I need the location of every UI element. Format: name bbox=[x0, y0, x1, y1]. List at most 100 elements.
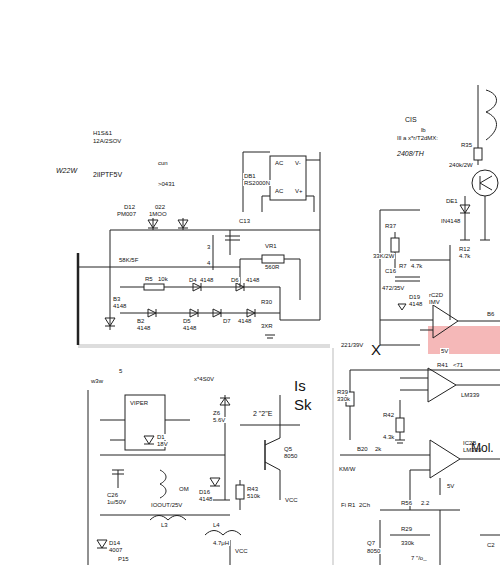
component-label: B2 bbox=[136, 318, 145, 324]
component-label: R12 bbox=[458, 246, 471, 252]
component-label: 8050 bbox=[283, 453, 298, 459]
component-label: 2.2 bbox=[420, 500, 430, 506]
component-label: 330k bbox=[400, 540, 415, 546]
component-label: 58K/5F bbox=[118, 257, 139, 263]
component-label: 4148 bbox=[199, 277, 214, 283]
component-label: D14 bbox=[108, 540, 121, 546]
component-label: C2 bbox=[486, 542, 496, 548]
component-label: IOOUT/25V bbox=[150, 502, 183, 508]
component-label: Fi R1 bbox=[340, 502, 356, 508]
component-label: 5V bbox=[440, 348, 449, 354]
component-label: 2 "2"E bbox=[252, 410, 273, 417]
component-label: R30 bbox=[260, 299, 273, 305]
component-label: PM007 bbox=[116, 211, 137, 217]
component-label: D6 bbox=[230, 277, 240, 283]
component-label: KM/W bbox=[338, 466, 356, 472]
component-label: 240k/2W bbox=[448, 162, 474, 168]
component-label: W22W bbox=[55, 167, 78, 174]
component-label: w3w bbox=[90, 378, 104, 384]
component-label: B6 bbox=[486, 311, 495, 317]
component-label: 4148 bbox=[198, 496, 213, 502]
component-label: R43 bbox=[246, 486, 259, 492]
component-label: 2Ch bbox=[358, 502, 371, 508]
component-label: rC2D bbox=[428, 292, 444, 298]
component-label: D4 bbox=[188, 277, 198, 283]
component-label: 4148 bbox=[136, 325, 151, 331]
component-label: LM339 bbox=[460, 392, 480, 398]
component-label: R29 bbox=[400, 526, 413, 532]
component-label: 3XR bbox=[260, 323, 274, 329]
component-label: R35 bbox=[460, 142, 473, 148]
component-label: 18V bbox=[156, 441, 169, 447]
component-label: 5V bbox=[446, 483, 455, 489]
component-label: P15 bbox=[117, 556, 130, 562]
component-label: C16 bbox=[384, 268, 397, 274]
component-label: x*4S0V bbox=[193, 376, 215, 382]
component-label: 4148 bbox=[182, 325, 197, 331]
component-label: D1 bbox=[156, 434, 166, 440]
component-label: C26 bbox=[106, 492, 119, 498]
component-label: >0431 bbox=[157, 181, 176, 187]
component-label: D12 bbox=[123, 204, 136, 210]
component-label: L3 bbox=[160, 522, 169, 528]
component-label: 2408/TH bbox=[396, 150, 425, 157]
component-label: V+ bbox=[294, 188, 304, 194]
component-label: 4148 bbox=[112, 303, 127, 309]
component-label: 10k bbox=[157, 276, 169, 282]
component-label: 3 bbox=[206, 244, 211, 250]
component-label: VCC bbox=[234, 548, 249, 554]
scan-mark: Is bbox=[293, 378, 307, 393]
component-label: 33K/2W bbox=[372, 253, 395, 259]
component-label: 4007 bbox=[108, 547, 123, 553]
component-label: 4.7μH bbox=[212, 540, 230, 546]
component-label: D7 bbox=[222, 318, 232, 324]
component-label: lb bbox=[420, 127, 427, 133]
component-label: 221/39V bbox=[340, 342, 364, 348]
component-label: Z6 bbox=[212, 410, 221, 416]
component-label: OM bbox=[178, 486, 190, 492]
component-label: <71 bbox=[452, 362, 464, 368]
component-label: R37 bbox=[384, 223, 397, 229]
component-label: 1u/50V bbox=[106, 499, 127, 505]
component-label: 7 "/o_ bbox=[410, 555, 427, 561]
component-label: R7 bbox=[398, 263, 408, 269]
component-label: VIPER bbox=[129, 400, 149, 406]
component-label: IMV bbox=[428, 299, 441, 305]
component-label: AC bbox=[274, 188, 284, 194]
component-label: CIS bbox=[404, 116, 418, 123]
component-label: 560R bbox=[264, 264, 280, 270]
component-label: 2iIPTF5V bbox=[92, 171, 123, 178]
component-label: 4.7k bbox=[458, 253, 471, 259]
component-label: 4148 bbox=[245, 277, 260, 283]
component-label: D16 bbox=[198, 489, 211, 495]
component-label: H1S&1 bbox=[92, 130, 113, 136]
component-label: V- bbox=[294, 160, 302, 166]
component-label: R42 bbox=[382, 412, 395, 418]
component-label: Q5 bbox=[283, 446, 293, 452]
component-label: AC bbox=[274, 160, 284, 166]
component-label: VR1 bbox=[264, 243, 278, 249]
component-label: B20 bbox=[356, 446, 369, 452]
component-label: 4 bbox=[206, 260, 211, 266]
component-label: 5 bbox=[118, 368, 123, 374]
component-label: C13 bbox=[238, 218, 251, 224]
component-label: 1MOO bbox=[148, 211, 168, 217]
scan-mark: Mol. bbox=[470, 442, 495, 454]
component-label: 4.7k bbox=[410, 263, 423, 269]
component-label: 472/35V bbox=[381, 285, 405, 291]
component-label: D5 bbox=[182, 318, 192, 324]
component-label: D19 bbox=[408, 294, 421, 300]
component-label: R5 bbox=[144, 276, 154, 282]
scan-mark: Sk bbox=[293, 397, 313, 412]
component-label: RS2000N bbox=[243, 180, 271, 186]
scan-mark: X bbox=[370, 342, 382, 357]
component-label: 4148 bbox=[237, 318, 252, 324]
component-label: 510k bbox=[246, 493, 261, 499]
component-label: 330k bbox=[336, 396, 351, 402]
component-label: 022 bbox=[154, 204, 166, 210]
component-label: 12A/2SOV bbox=[92, 138, 122, 144]
component-label: 4148 bbox=[408, 301, 423, 307]
component-label: B3 bbox=[112, 296, 121, 302]
component-label: 8050 bbox=[366, 548, 381, 554]
